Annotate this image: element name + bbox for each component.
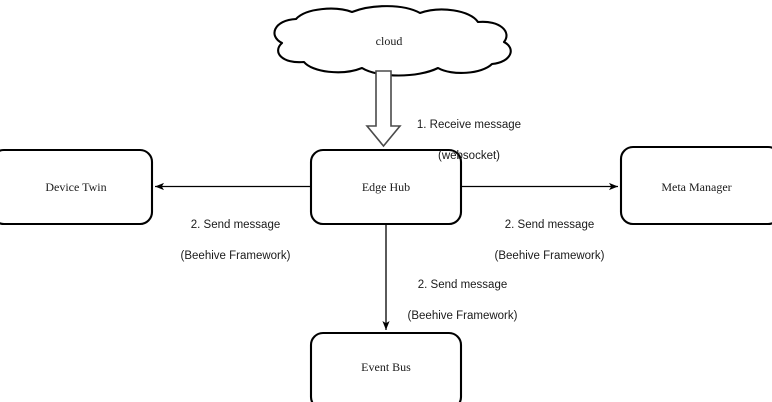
node-label-meta-manager: Meta Manager	[661, 180, 732, 194]
edge-label-line-2: (Beehive Framework)	[494, 249, 605, 262]
node-box-device-twin	[0, 148, 154, 226]
node-box-meta-manager	[619, 145, 772, 226]
edge-label-edge-hub-to-device-twin: 2. Send message (Beehive Framework)	[163, 203, 308, 279]
edge-label-line-1: 2. Send message	[190, 219, 281, 232]
edge-label-line-1: 2. Send message	[417, 279, 508, 292]
edge-label-line-2: (Beehive Framework)	[180, 249, 291, 262]
edge-label-line-2: (websocket)	[438, 149, 500, 162]
edge-label-edge-hub-to-event-bus: 2. Send message (Beehive Framework)	[390, 263, 535, 339]
edge-label-cloud-to-edge-hub: 1. Receive message (websocket)	[406, 103, 532, 179]
edge-label-line-1: 1. Receive message	[416, 119, 522, 132]
node-label-event-bus: Event Bus	[361, 360, 411, 374]
node-label-edge-hub: Edge Hub	[361, 180, 411, 194]
node-box-event-bus	[309, 331, 463, 402]
node-label-cloud: cloud	[375, 34, 403, 48]
node-label-device-twin: Device Twin	[45, 180, 107, 194]
block-arrow-cloud-to-edge-hub	[365, 70, 402, 148]
edge-label-edge-hub-to-meta-manager: 2. Send message (Beehive Framework)	[477, 203, 622, 279]
cloud-shape	[273, 5, 512, 77]
edge-label-line-2: (Beehive Framework)	[407, 309, 518, 322]
edge-label-line-1: 2. Send message	[504, 219, 595, 232]
